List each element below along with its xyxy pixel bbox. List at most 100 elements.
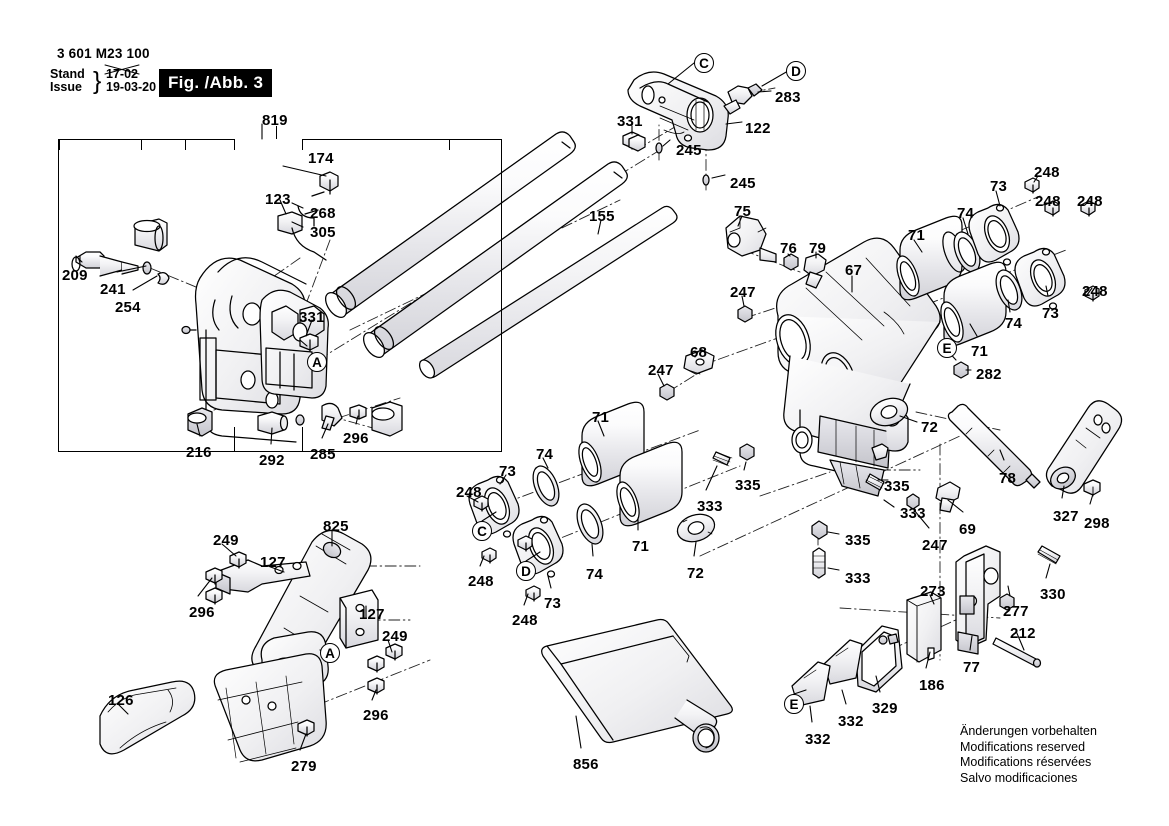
footer-notes: Änderungen vorbehalten Modifications res… [960,724,1097,786]
part-callout-67: 67 [845,262,863,279]
part-callout-248: 248 [1077,193,1103,210]
part-callout-74: 74 [1005,315,1023,332]
issue-label: Issue [50,80,82,94]
part-callout-247: 247 [922,537,948,554]
part-callout-279: 279 [291,758,317,775]
part-callout-245: 245 [730,175,756,192]
part-callout-73: 73 [1042,305,1060,322]
part-callout-329: 329 [872,700,898,717]
part-callout-72: 72 [921,419,939,436]
reference-marker-c: C [472,521,492,541]
part-callout-296: 296 [363,707,389,724]
part-callout-73: 73 [544,595,562,612]
part-callout-249: 249 [213,532,239,549]
part-callout-856: 856 [573,756,599,773]
part-callout-74: 74 [586,566,604,583]
part-callout-273: 273 [920,583,946,600]
part-callout-282: 282 [976,366,1002,383]
group-bracket-819 [58,139,502,452]
part-callout-216: 216 [186,444,212,461]
part-callout-335: 335 [735,477,761,494]
part-callout-335: 335 [845,532,871,549]
part-callout-254: 254 [115,299,141,316]
part-callout-186: 186 [919,677,945,694]
part-callout-268: 268 [310,205,336,222]
part-callout-241: 241 [100,281,126,298]
part-callout-68: 68 [690,344,708,361]
part-callout-72: 72 [687,565,705,582]
figure-badge: Fig. /Abb. 3 [159,69,273,97]
part-callout-245: 245 [676,142,702,159]
part-callout-825: 825 [323,518,349,535]
part-callout-74: 74 [536,446,554,463]
reference-marker-d: D [786,61,806,81]
part-callout-292: 292 [259,452,285,469]
part-callout-333: 333 [697,498,723,515]
part-callout-69: 69 [959,521,977,538]
part-callout-248: 248 [468,573,494,590]
part-callout-76: 76 [780,240,798,257]
part-number: 3 601 M23 100 [57,46,150,61]
part-callout-331: 331 [617,113,643,130]
date-superseded: 17-02 [106,67,138,81]
note-en: Modifications reserved [960,739,1086,754]
part-callout-73: 73 [990,178,1008,195]
part-callout-298: 298 [1084,515,1110,532]
part-callout-71: 71 [971,343,989,360]
part-callout-78: 78 [999,470,1017,487]
part-callout-127: 127 [260,554,286,571]
part-callout-819: 819 [262,112,288,129]
reference-marker-d: D [516,561,536,581]
reference-marker-a: A [320,643,340,663]
part-callout-285: 285 [310,446,336,463]
part-callout-71: 71 [632,538,650,555]
part-callout-332: 332 [838,713,864,730]
part-callout-333: 333 [900,505,926,522]
part-callout-122: 122 [745,120,771,137]
part-callout-333: 333 [845,570,871,587]
part-callout-327: 327 [1053,508,1079,525]
part-callout-74: 74 [957,205,975,222]
part-callout-330: 330 [1040,586,1066,603]
part-callout-127: 127 [359,606,385,623]
note-es: Salvo modificaciones [960,770,1078,785]
part-callout-335: 335 [884,478,910,495]
part-callout-71: 71 [592,409,610,426]
part-callout-249: 249 [382,628,408,645]
part-callout-155: 155 [589,208,615,225]
part-callout-296: 296 [343,430,369,447]
part-callout-247: 247 [730,284,756,301]
part-callout-73: 73 [499,463,517,480]
reference-marker-a: A [307,352,327,372]
part-callout-283: 283 [775,89,801,106]
part-callout-212: 212 [1010,625,1036,642]
stand-issue-labels: Stand Issue [50,68,85,94]
part-callout-77: 77 [963,659,981,676]
reference-marker-e: E [937,338,957,358]
part-callout-123: 123 [265,191,291,208]
part-callout-248: 248 [1034,164,1060,181]
part-callout-71: 71 [908,227,926,244]
part-callout-75: 75 [734,203,752,220]
note-fr: Modifications réservées [960,755,1092,769]
part-callout-248: 248 [1082,283,1108,300]
part-callout-247: 247 [648,362,674,379]
part-callout-296: 296 [189,604,215,621]
header-dates: 17-02 19-03-20 [106,68,156,94]
reference-marker-e: E [784,694,804,714]
stand-label: Stand [50,67,85,81]
part-callout-126: 126 [108,692,134,709]
part-callout-277: 277 [1003,603,1029,620]
part-callout-305: 305 [310,224,336,241]
part-callout-79: 79 [809,240,827,257]
note-de: Änderungen vorbehalten [960,724,1097,738]
part-callout-248: 248 [512,612,538,629]
part-callout-331: 331 [299,309,325,326]
part-callout-332: 332 [805,731,831,748]
header-brace: } [93,67,102,95]
part-callout-248: 248 [1035,193,1061,210]
reference-marker-c: C [694,53,714,73]
date-current: 19-03-20 [106,80,157,94]
